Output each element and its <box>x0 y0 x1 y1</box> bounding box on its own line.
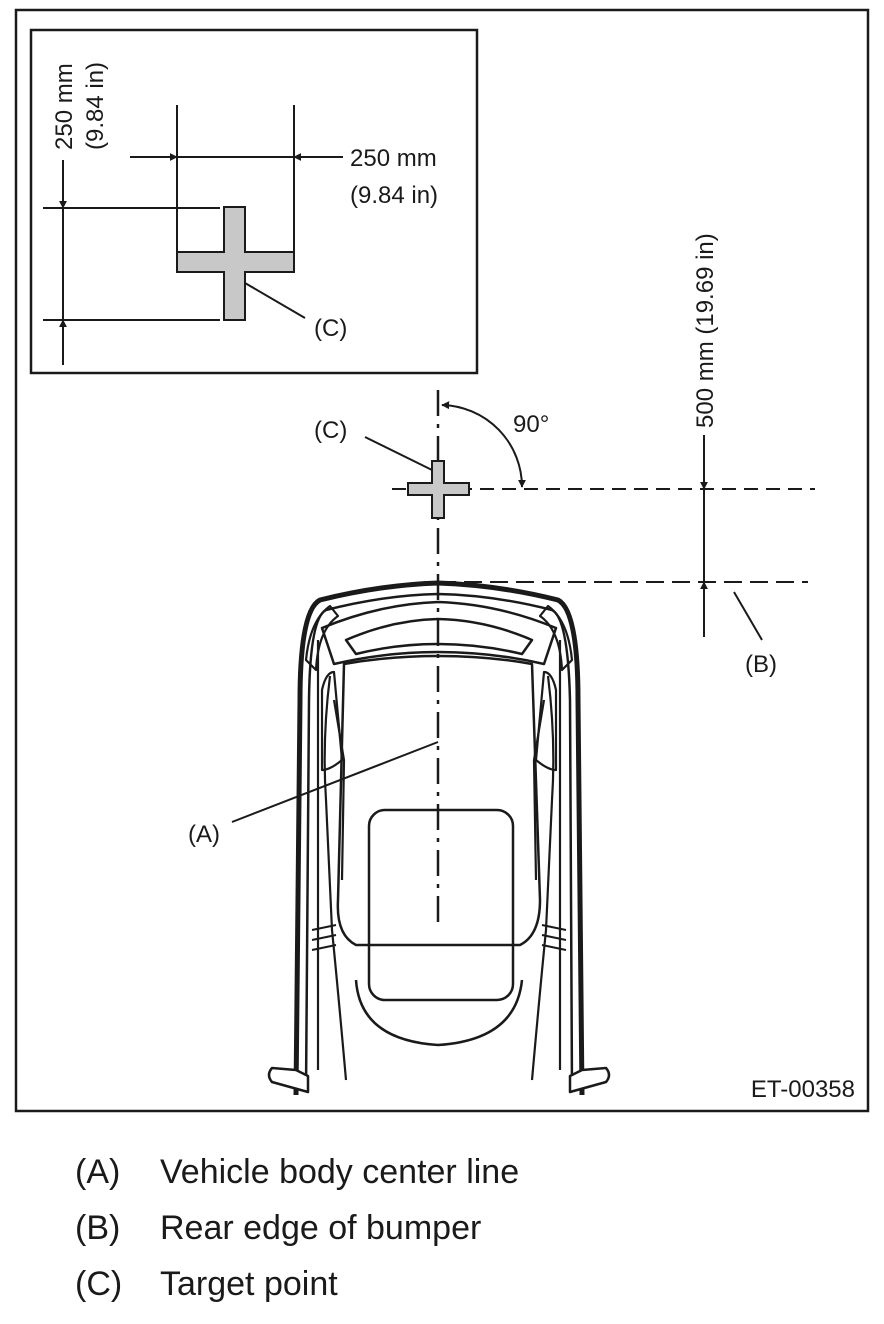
legend-text: Vehicle body center line <box>160 1153 520 1191</box>
inset-frame <box>29 28 479 375</box>
right-angle-arc <box>441 401 526 488</box>
legend-key: (B) <box>75 1209 121 1247</box>
centerline-label: (A) <box>188 821 220 848</box>
inset-target-cross <box>176 206 295 321</box>
vehicle-outline <box>267 580 611 1096</box>
legend-text: Rear edge of bumper <box>160 1209 482 1247</box>
target-placement-diagram: (C) 250 mm (9.84 in) 250 mm (9.84 in) 90… <box>14 8 870 1113</box>
inset-detail: (C) 250 mm (9.84 in) 250 mm (9.84 in) <box>29 28 479 375</box>
inset-horizontal-dim-in: (9.84 in) <box>350 182 438 209</box>
legend-key: (A) <box>75 1153 121 1191</box>
figure-frame <box>14 8 870 1113</box>
legend-key: (C) <box>75 1265 123 1303</box>
inset-target-label: (C) <box>314 315 347 342</box>
distance-label: 500 mm (19.69 in) <box>692 233 719 428</box>
target-cross <box>407 460 470 519</box>
inset-horizontal-dim-mm: 250 mm <box>350 145 437 172</box>
inset-vertical-dim-in: (9.84 in) <box>82 62 109 150</box>
angle-label: 90° <box>513 411 549 438</box>
inset-vertical-dim-mm: 250 mm <box>51 63 78 150</box>
target-label: (C) <box>314 417 347 444</box>
sunroof <box>367 808 515 1002</box>
legend-text: Target point <box>160 1265 338 1303</box>
figure-code: ET-00358 <box>751 1076 855 1103</box>
bumper-label: (B) <box>745 651 777 678</box>
